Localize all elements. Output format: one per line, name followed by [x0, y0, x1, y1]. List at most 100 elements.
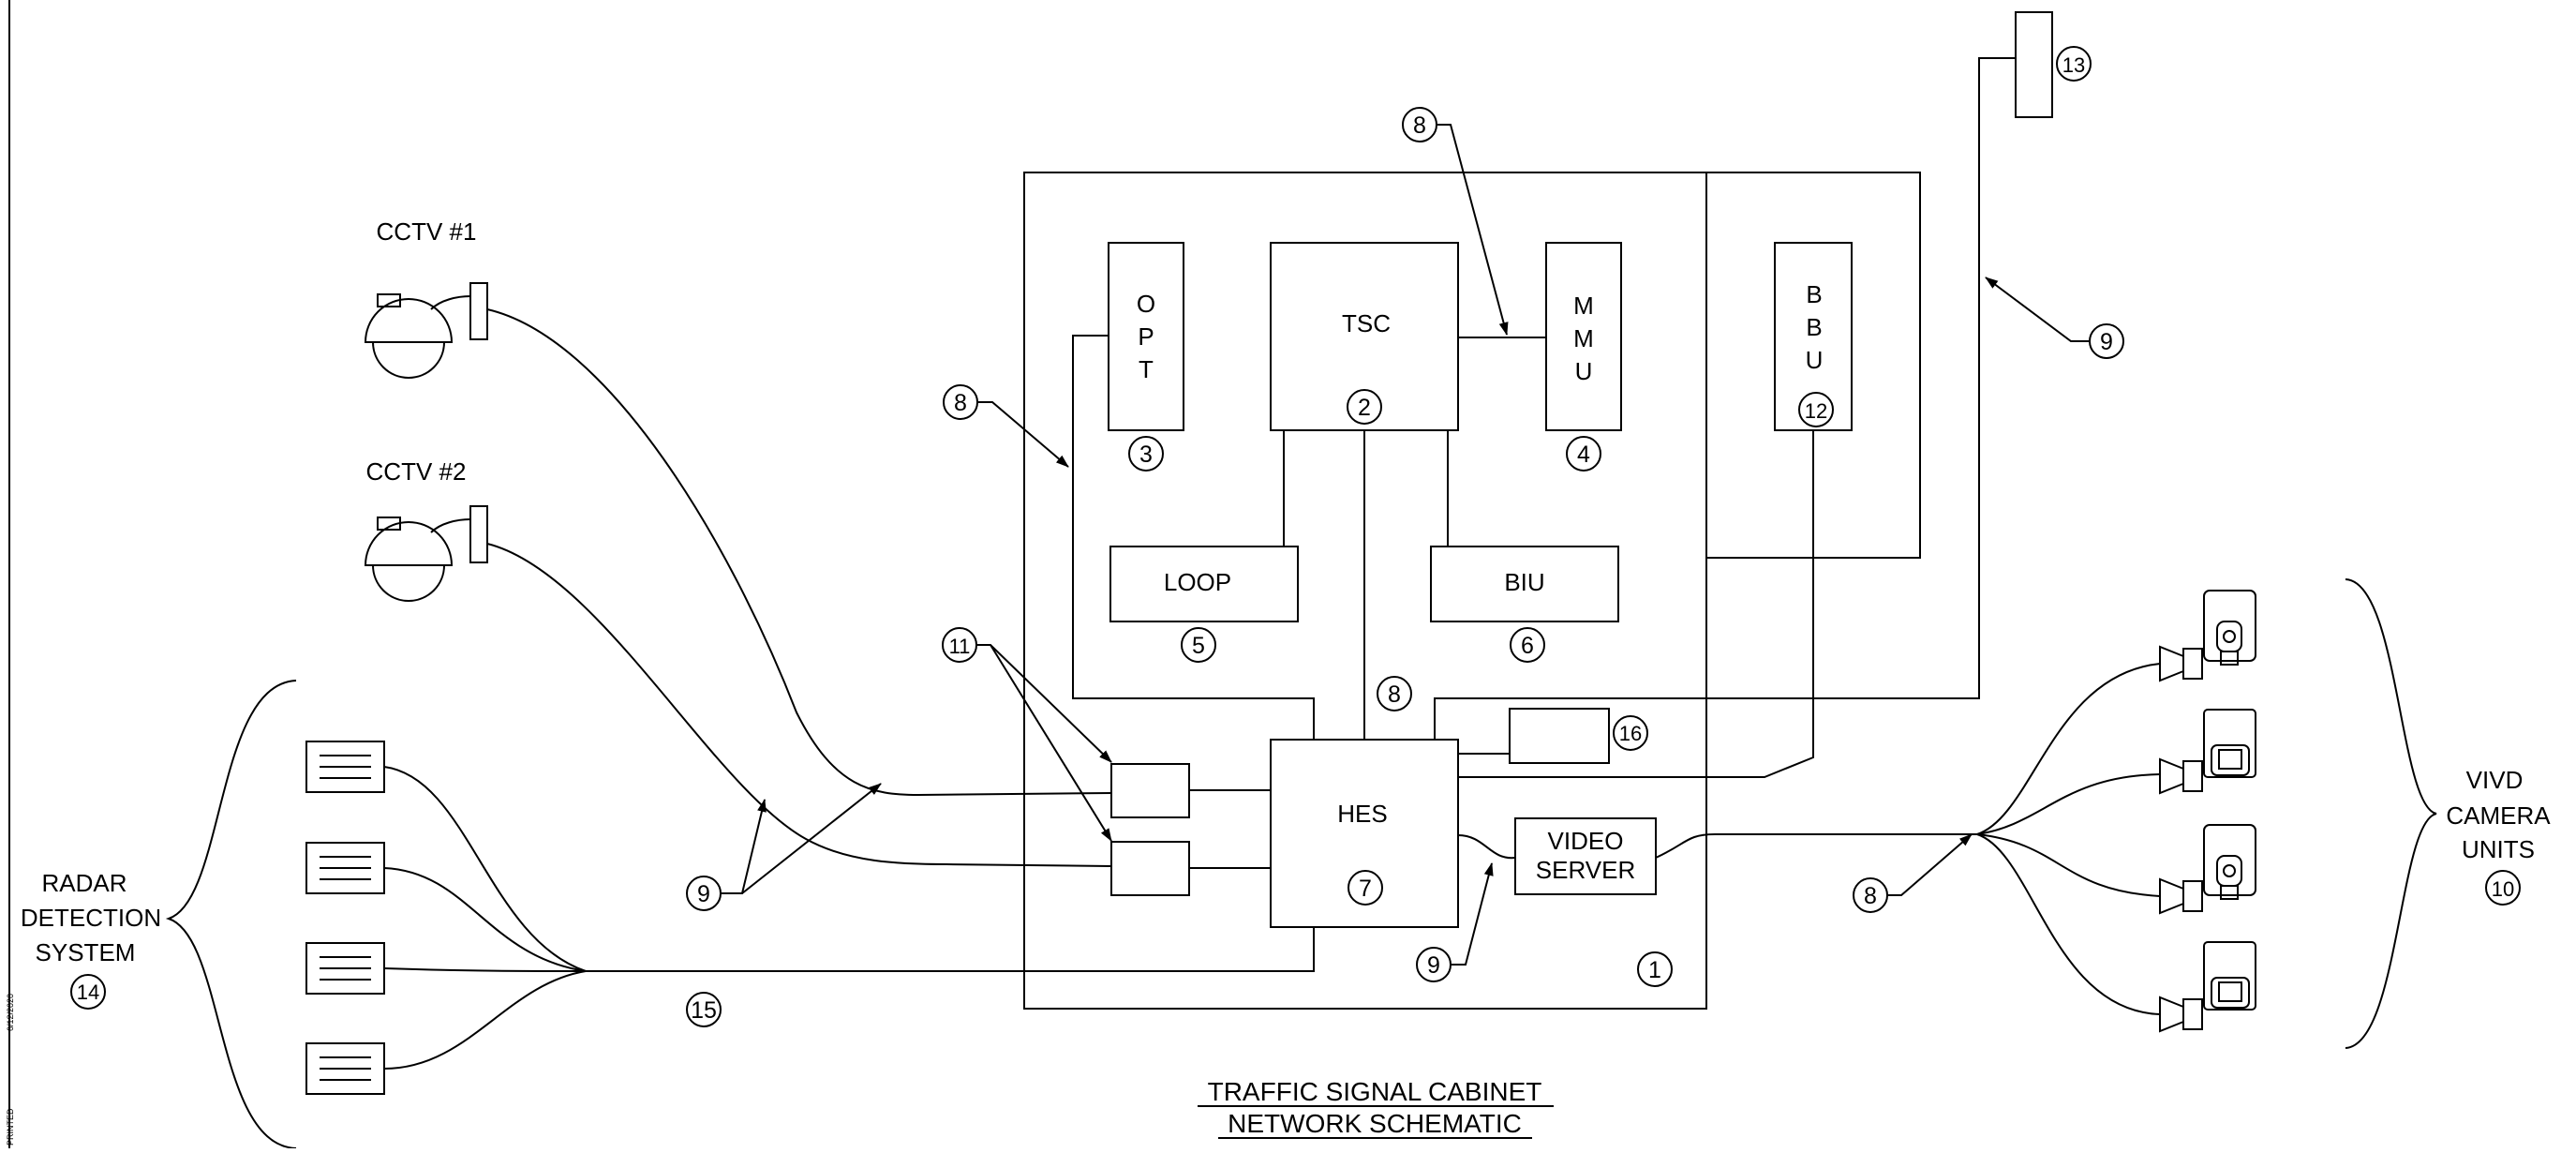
callout-11-leader-1: [976, 644, 1112, 763]
mmu-number: 4: [1577, 442, 1590, 468]
biu-number: 6: [1521, 633, 1534, 659]
device-13-number: 13: [2062, 53, 2085, 77]
biu-label: BIU: [1504, 568, 1544, 596]
vivd-label-2: CAMERA: [2446, 801, 2551, 830]
opt-letter: T: [1139, 355, 1154, 383]
bbu-number: 12: [1805, 399, 1827, 423]
callout-circle: [1348, 870, 1383, 906]
callout-11: 11: [949, 635, 971, 658]
callout-15: 15: [691, 997, 717, 1024]
callout-9-bottom-leader: [1451, 862, 1494, 966]
hes-device13-cable: [1434, 57, 2016, 740]
cabinet-enclosure: [1023, 172, 1707, 1010]
box-16-number: 16: [1619, 722, 1642, 745]
vivd-label-3: UNITS: [2462, 835, 2535, 863]
video-server: [1514, 817, 1657, 895]
opt-letter: O: [1137, 290, 1155, 318]
radar-sensor-cable: [383, 766, 587, 972]
printed-stamp: PRINTED: [6, 1108, 15, 1146]
hes-number: 7: [1359, 876, 1372, 902]
radar-label-1: RADAR: [41, 869, 127, 897]
callout-9-left-leader-1: [721, 799, 767, 894]
callout-8-left: 8: [954, 390, 967, 416]
callout-circle: [1798, 392, 1834, 427]
vivd-label-1: VIVD: [2466, 766, 2524, 794]
cctv1-cable: [486, 308, 1112, 797]
loop-number: 5: [1192, 633, 1205, 659]
callout-circle: [1181, 627, 1216, 663]
callout-8-right: 8: [1864, 883, 1877, 909]
callout-8-left-leader: [977, 401, 1069, 468]
bbu-letter: B: [1806, 280, 1822, 308]
vivd-cable-2: [1976, 773, 2161, 835]
callout-9-bottom: 9: [1427, 952, 1440, 979]
radar-sensor-icon: [305, 741, 385, 793]
hes-bbu-cable: [1458, 430, 1814, 778]
callout-9-right: 9: [2100, 329, 2113, 355]
vivd-camera-icon: [2159, 709, 2256, 795]
vivd-camera-icon: [2159, 824, 2256, 915]
title-line-2: NETWORK SCHEMATIC: [1228, 1109, 1522, 1138]
video-server-fiber: [1655, 833, 1977, 859]
vivd-number: 10: [2492, 877, 2514, 901]
callout-circle: [1347, 389, 1382, 425]
opt-letter: P: [1138, 322, 1154, 351]
cabinet-number: 1: [1648, 957, 1661, 983]
callout-8-top: 8: [1413, 112, 1426, 139]
callout-9-right-leader: [1985, 277, 2090, 342]
callout-8-center: 8: [1388, 681, 1401, 708]
bbu-letter: U: [1806, 346, 1824, 374]
vivd-cable-3: [1976, 833, 2161, 897]
media-converter-2: [1110, 841, 1190, 896]
vivd-camera-icon: [2159, 590, 2256, 682]
vivd-camera-icon: [2159, 941, 2256, 1033]
callout-circle: [1128, 436, 1164, 472]
radar-sensor-icon: [305, 942, 385, 995]
mmu-letter: U: [1575, 357, 1593, 385]
mmu-letter: M: [1573, 324, 1594, 352]
callout-circle: [70, 974, 106, 1010]
video-server-label-1: VIDEO: [1548, 827, 1624, 855]
cctv2-camera-icon: [364, 505, 488, 602]
loop-label: LOOP: [1164, 568, 1231, 596]
vivd-cable-1: [1976, 663, 2161, 835]
radar-sensor-cable: [383, 867, 587, 972]
date-stamp: 6/12/2020: [6, 994, 15, 1031]
device-13: [2015, 11, 2053, 118]
callout-9-left: 9: [697, 881, 710, 907]
vivd-brace: [2345, 578, 2437, 1049]
mmu-letter: M: [1573, 292, 1594, 320]
box-16: [1509, 708, 1610, 764]
hes-label: HES: [1337, 800, 1387, 828]
opt-number: 3: [1139, 442, 1153, 468]
radar-sensor-cable: [383, 967, 587, 972]
callout-8-right-leader: [1887, 833, 1973, 896]
video-server-label-2: SERVER: [1536, 856, 1635, 884]
radar-sensor-icon: [305, 842, 385, 894]
callout-circle: [2056, 46, 2092, 82]
bbu-letter: B: [1806, 313, 1822, 341]
cctv2-label: CCTV #2: [366, 457, 467, 486]
radar-hes-cable: [586, 927, 1315, 972]
callout-circle: [1613, 715, 1648, 751]
callout-circle: [1510, 627, 1545, 663]
radar-sensor-cable: [383, 970, 587, 1070]
callout-8-top-leader: [1437, 124, 1509, 336]
title-line-1: TRAFFIC SIGNAL CABINET: [1208, 1077, 1542, 1106]
callout-circle: [2485, 870, 2521, 906]
hes-video-cable: [1457, 834, 1516, 860]
biu-module: [1430, 546, 1619, 622]
callout-circle: [686, 992, 722, 1027]
cctv2-cable: [486, 543, 1112, 867]
loop-detector-module: [1109, 546, 1299, 622]
opt-hes-cable: [1072, 335, 1315, 740]
cctv1-camera-icon: [364, 282, 488, 379]
cctv1-label: CCTV #1: [377, 217, 477, 246]
tsc-label: TSC: [1342, 309, 1391, 337]
radar-brace: [165, 680, 297, 1149]
radar-label-2: DETECTION: [21, 904, 161, 932]
media-converter-1: [1110, 763, 1190, 818]
radar-number: 14: [77, 981, 99, 1004]
